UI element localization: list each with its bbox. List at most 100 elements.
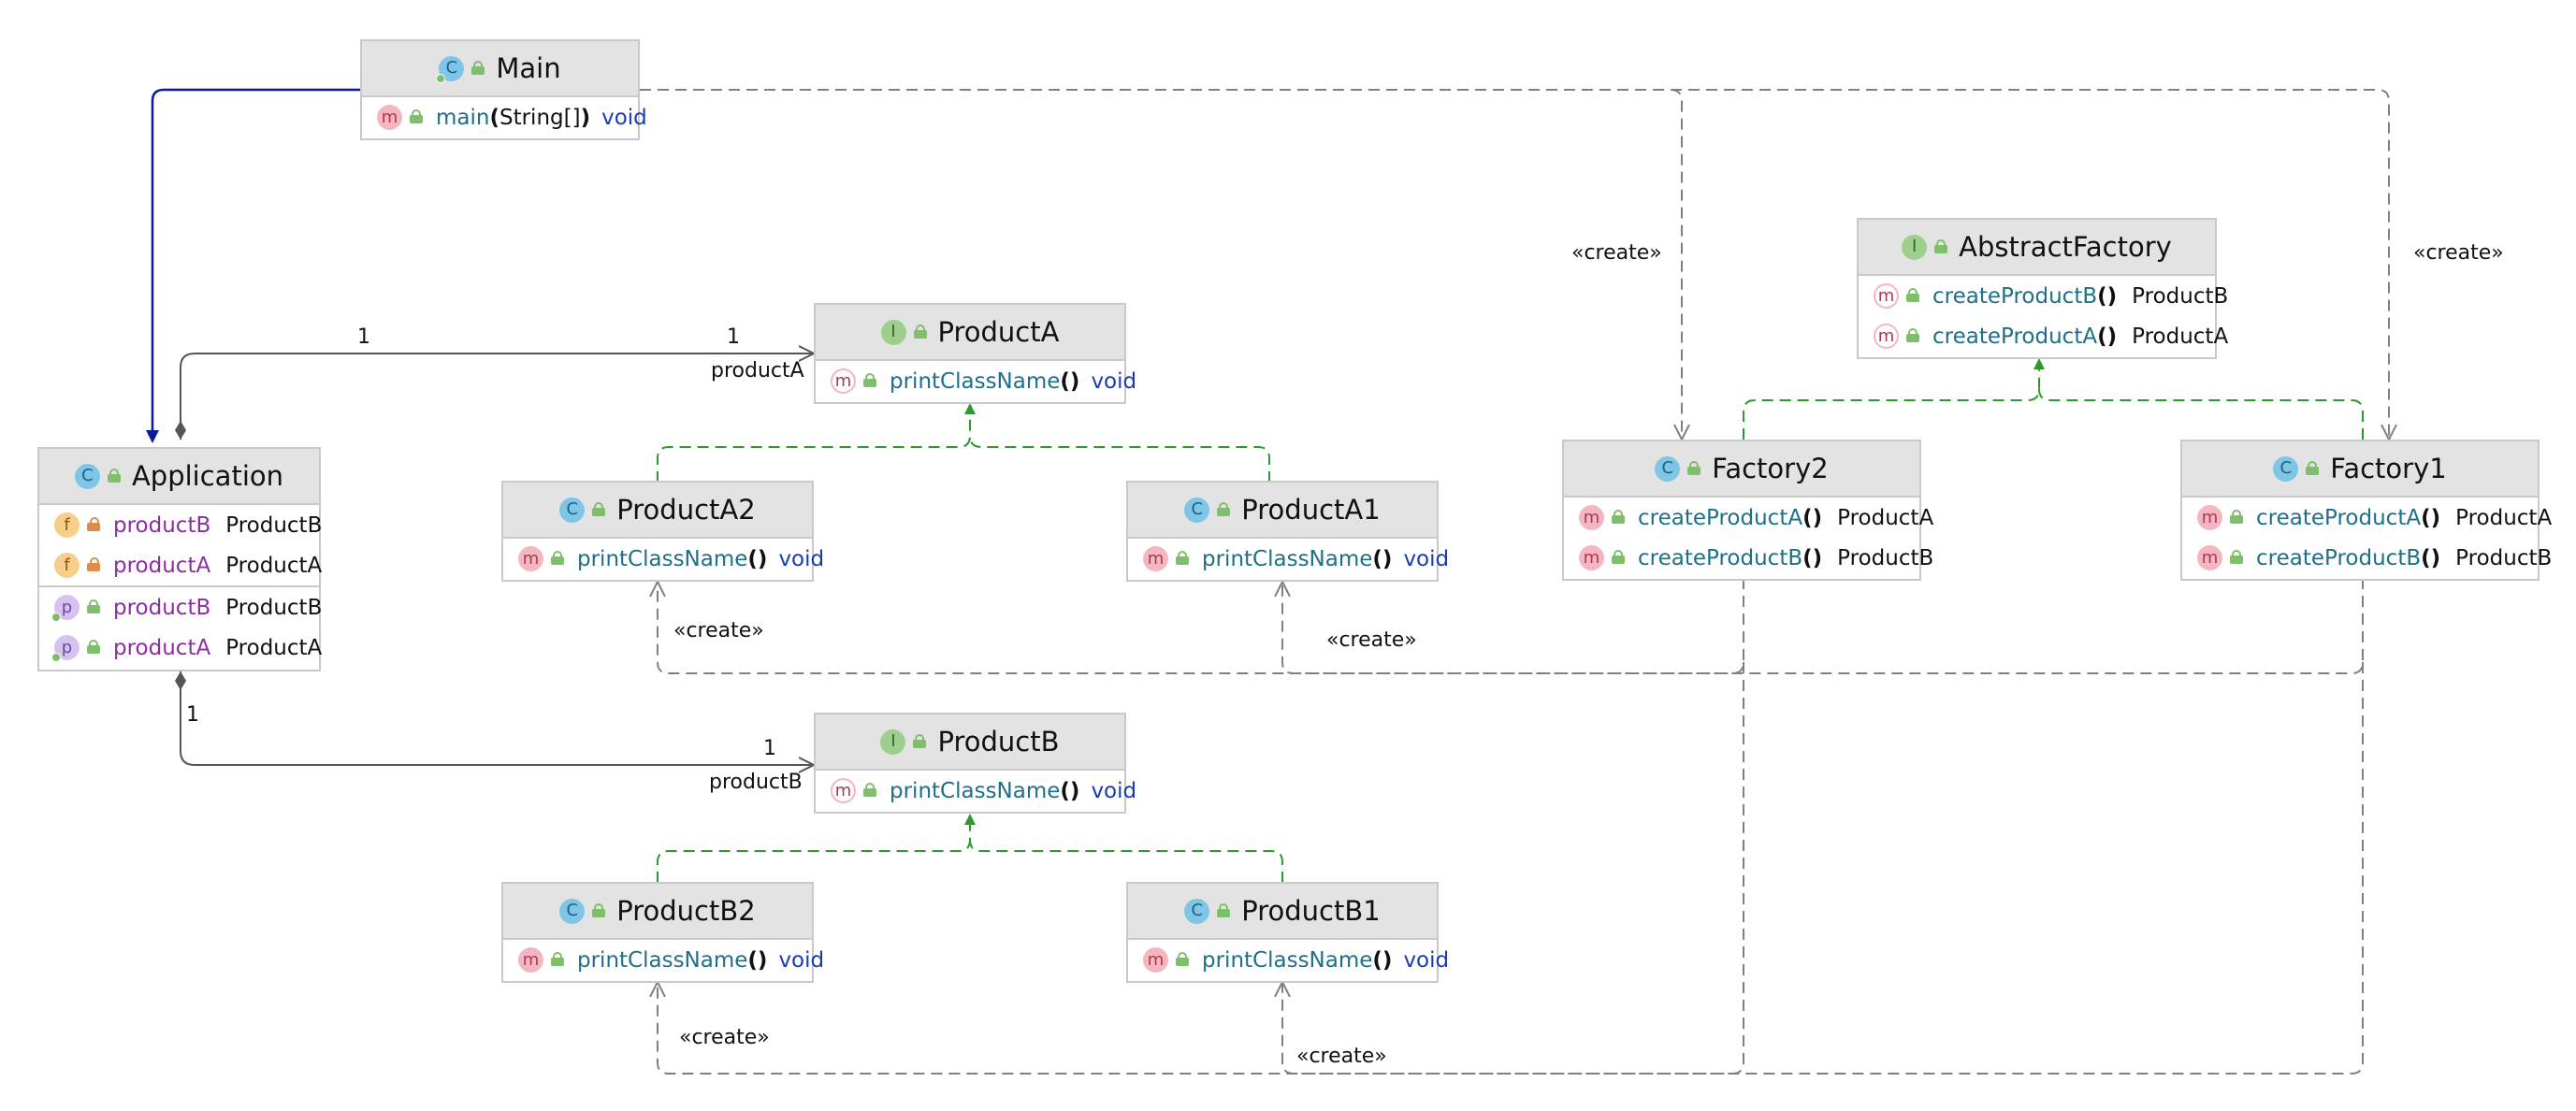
class-producta1[interactable]: C ProductA1 m printClassName() void	[1126, 481, 1449, 582]
public-lock-icon	[913, 324, 927, 339]
method-name: createProductB	[2256, 545, 2422, 570]
parens: ()	[1060, 368, 1080, 394]
public-lock-icon	[471, 60, 485, 75]
public-lock-icon	[592, 902, 606, 917]
field-row[interactable]: f productA ProductA	[39, 545, 322, 585]
class-icon: C	[1184, 497, 1210, 523]
class-productb2[interactable]: C ProductB2 m printClassName() void	[501, 882, 824, 983]
method-row[interactable]: m printClassName() void	[503, 940, 824, 980]
abstract-method-icon: m	[831, 778, 856, 803]
property-row[interactable]: p productB ProductB	[39, 585, 322, 628]
class-header: C Factory1	[2182, 441, 2538, 498]
method-return: ProductA	[1837, 505, 1934, 530]
create-label-productb2: «create»	[679, 1026, 770, 1049]
method-row[interactable]: m printClassName() void	[816, 361, 1136, 401]
paren-open: (	[489, 105, 499, 130]
method-return: void	[778, 947, 825, 973]
method-row[interactable]: m printClassName() void	[1128, 940, 1449, 980]
class-icon: C	[1184, 898, 1210, 924]
class-icon: C	[74, 463, 100, 489]
class-title: Factory2	[1712, 453, 1829, 484]
parens: ()	[747, 546, 768, 571]
public-lock-icon	[2306, 460, 2320, 475]
method-row[interactable]: m createProductA() ProductA	[2182, 498, 2552, 538]
producta2-realizes-producta	[657, 403, 976, 483]
parens: ()	[2421, 505, 2441, 530]
method-params: String[]	[499, 105, 581, 130]
method-row[interactable]: m createProductA() ProductA	[1564, 498, 1933, 538]
method-row[interactable]: m main(String[]) void	[362, 97, 647, 137]
application-productb-association	[181, 671, 814, 765]
abstract-method-icon: m	[1874, 324, 1899, 349]
public-lock-icon	[863, 783, 876, 797]
public-lock-icon	[592, 501, 606, 516]
class-application[interactable]: C Application f productB ProductB f prod…	[37, 447, 322, 671]
public-lock-icon	[551, 551, 564, 565]
class-title: ProductB1	[1241, 895, 1381, 927]
interface-icon: I	[880, 319, 906, 345]
abstract-method-icon: m	[831, 368, 856, 394]
method-row[interactable]: m printClassName() void	[503, 539, 824, 579]
method-row[interactable]: m createProductA() ProductA	[1859, 316, 2228, 356]
main-creates-factory2	[640, 89, 1682, 440]
abstract-method-icon: m	[1874, 283, 1899, 309]
method-row[interactable]: m createProductB() ProductB	[2182, 538, 2552, 578]
method-return: ProductB	[2455, 545, 2553, 570]
field-name: productB	[113, 512, 211, 538]
create-label-producta1: «create»	[1326, 628, 1417, 652]
method-return: void	[778, 546, 825, 571]
class-title: ProductA2	[616, 494, 756, 526]
method-name: createProductA	[1932, 324, 2098, 349]
method-row[interactable]: m printClassName() void	[816, 771, 1136, 811]
factory1-creates-producta1	[1282, 578, 2364, 674]
interface-title: ProductB	[937, 726, 1060, 758]
class-factory1[interactable]: C Factory1 m createProductA() ProductA m…	[2180, 440, 2552, 581]
public-lock-icon	[410, 109, 423, 123]
parens: ()	[1372, 546, 1393, 571]
field-row[interactable]: f productB ProductB	[39, 505, 322, 545]
class-main[interactable]: C Main m main(String[]) void	[360, 39, 647, 140]
factory1-realizes-abstractfactory	[2038, 388, 2364, 440]
method-row[interactable]: m createProductB() ProductB	[1859, 276, 2228, 316]
method-name: createProductB	[1638, 545, 1803, 570]
private-lock-icon	[87, 557, 100, 571]
interface-icon: I	[1902, 234, 1928, 260]
method-name: printClassName	[890, 778, 1061, 803]
assoc-a-target-multiplicity: 1	[727, 325, 740, 349]
interface-producta[interactable]: I ProductA m printClassName() void	[814, 303, 1136, 404]
factory2-realizes-abstractfactory	[1743, 358, 2045, 440]
property-name: productA	[113, 635, 211, 660]
public-lock-icon	[551, 952, 564, 966]
factory2-creates-producta2	[658, 578, 1744, 674]
class-title: Main	[496, 52, 561, 84]
main-to-application-edge	[146, 88, 361, 443]
method-name: printClassName	[577, 947, 748, 973]
interface-icon: I	[880, 729, 906, 755]
public-lock-icon	[913, 733, 927, 748]
class-header: C Main	[362, 41, 638, 97]
field-name: productA	[113, 553, 211, 578]
field-icon: f	[54, 512, 80, 538]
interface-abstractfactory[interactable]: I AbstractFactory m createProductB() Pro…	[1857, 218, 2228, 359]
method-return: ProductA	[2132, 324, 2229, 349]
property-row[interactable]: p productA ProductA	[39, 628, 322, 668]
create-label-productb1: «create»	[1296, 1045, 1387, 1068]
method-row[interactable]: m printClassName() void	[1128, 539, 1449, 579]
property-icon: p	[51, 635, 80, 662]
assoc-b-target-multiplicity: 1	[763, 737, 776, 760]
interface-productb[interactable]: I ProductB m printClassName() void	[814, 713, 1136, 814]
method-return: ProductA	[2455, 505, 2553, 530]
parens: ()	[1060, 778, 1080, 803]
class-factory2[interactable]: C Factory2 m createProductA() ProductA m…	[1562, 440, 1933, 581]
public-lock-icon	[863, 373, 876, 387]
method-return: void	[601, 105, 647, 130]
class-producta2[interactable]: C ProductA2 m printClassName() void	[501, 481, 824, 582]
parens: ()	[747, 947, 768, 973]
class-productb1[interactable]: C ProductB1 m printClassName() void	[1126, 882, 1449, 983]
interface-header: I ProductB	[816, 714, 1124, 771]
factory1-creates-productb1	[1282, 662, 2364, 1075]
method-row[interactable]: m createProductB() ProductB	[1564, 538, 1933, 578]
private-lock-icon	[87, 517, 100, 531]
parens: ()	[2097, 283, 2118, 309]
